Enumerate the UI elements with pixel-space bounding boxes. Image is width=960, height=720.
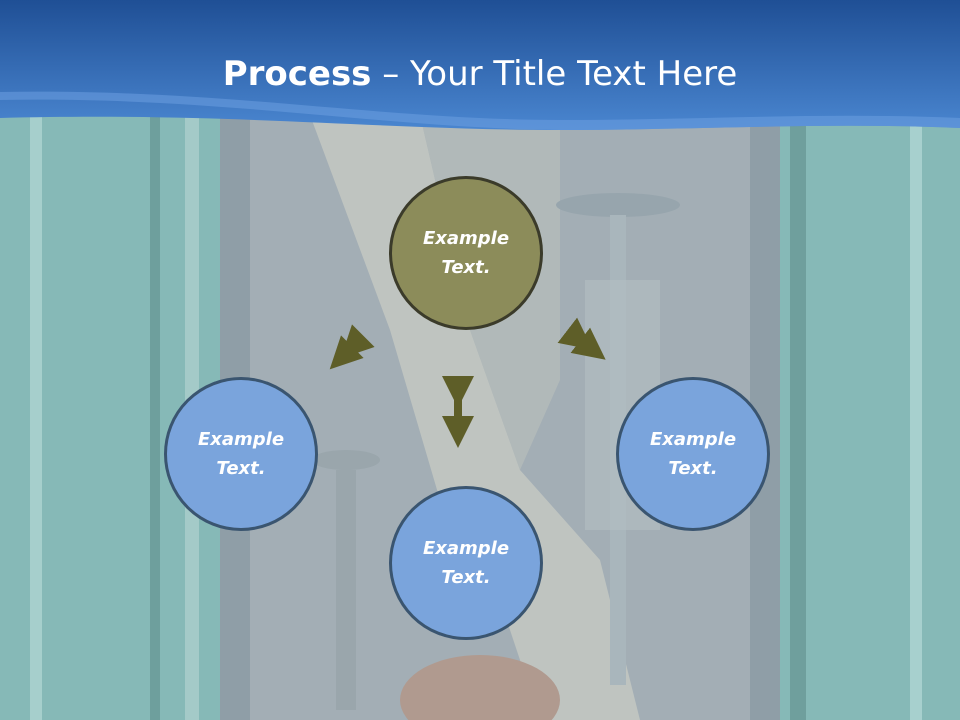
arrow-top-right	[557, 317, 606, 360]
node-bottom-label: Example Text.	[422, 538, 510, 588]
node-top: Example Text.	[389, 176, 543, 330]
node-right-label: Example Text.	[649, 429, 737, 479]
node-left: Example Text.	[164, 377, 318, 531]
arrow-top-left	[329, 324, 375, 370]
node-bottom: Example Text.	[389, 486, 543, 640]
node-top-label: Example Text.	[422, 228, 510, 278]
title-bold: Process	[222, 54, 372, 94]
node-right: Example Text.	[616, 377, 770, 531]
slide-title: Process – Your Title Text Here	[0, 52, 960, 96]
node-left-label: Example Text.	[197, 429, 285, 479]
title-rest: – Your Title Text Here	[371, 54, 738, 94]
